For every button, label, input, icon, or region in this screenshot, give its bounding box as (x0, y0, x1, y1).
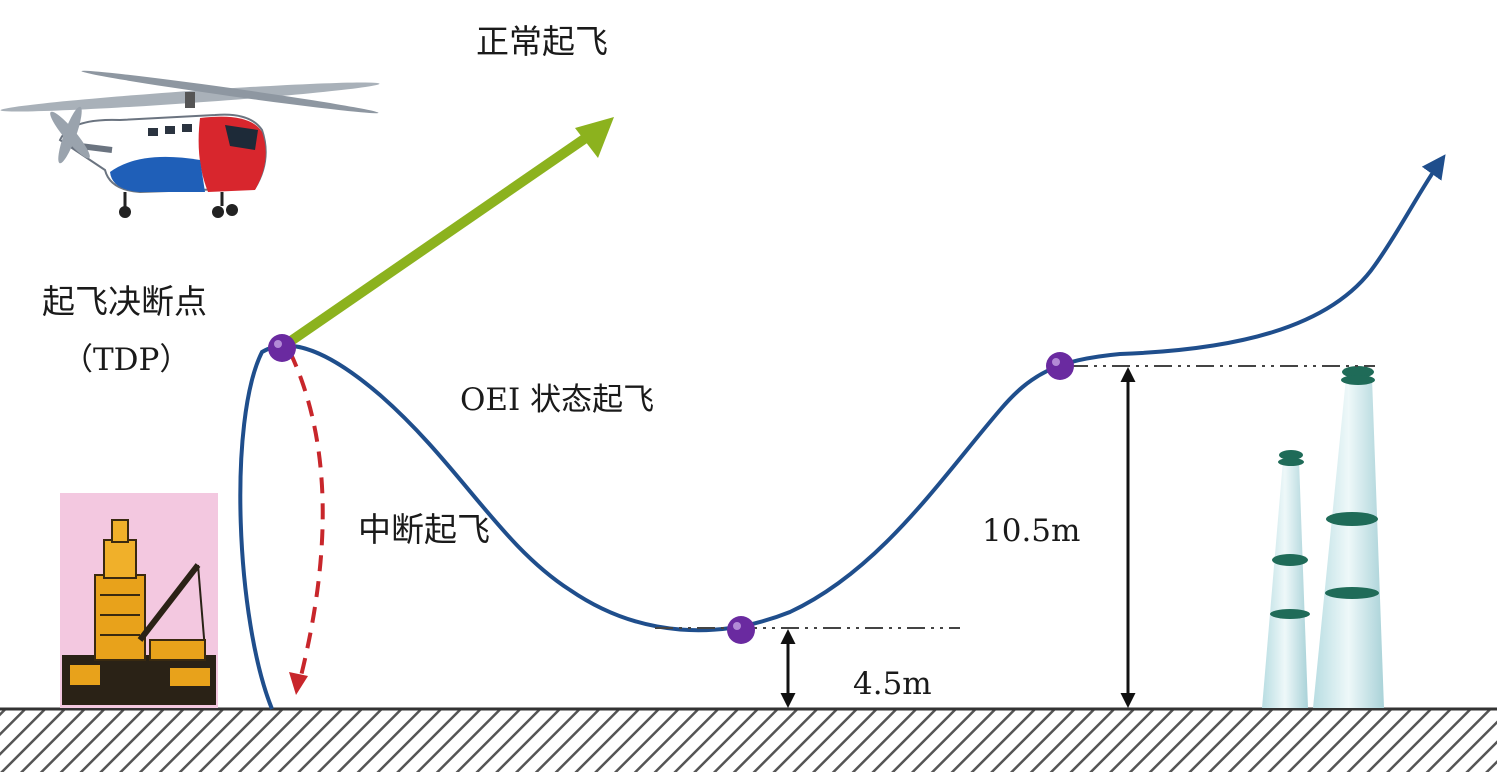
height-low-label: 4.5m (853, 666, 932, 702)
normal-takeoff-label: 正常起飞 (476, 22, 608, 61)
normal-takeoff-arrow (285, 130, 593, 348)
oei-takeoff-path (238, 154, 1446, 710)
rejected-takeoff-label: 中断起飞 (358, 510, 490, 549)
normal-takeoff-arrowhead (575, 117, 614, 158)
tdp-label-line1: 起飞决断点 (42, 282, 207, 321)
flight-paths (238, 117, 1446, 710)
offshore-platform-icon (60, 493, 218, 708)
clearance-point (1046, 352, 1074, 380)
rejected-takeoff-arrowhead (289, 672, 308, 695)
key-points (268, 334, 1074, 644)
height-arrows (780, 367, 1136, 708)
reference-lines (655, 365, 1375, 629)
tdp-point (268, 334, 296, 362)
height-high-label: 10.5m (982, 513, 1080, 549)
lowest-point (727, 616, 755, 644)
tdp-label-line2: （TDP） (62, 342, 190, 378)
oei-takeoff-label: OEI 状态起飞 (460, 382, 654, 418)
chimney-icon (1262, 366, 1384, 708)
ground (0, 707, 1497, 772)
rejected-takeoff-arrow (288, 351, 325, 681)
helicopter-icon (0, 70, 380, 218)
